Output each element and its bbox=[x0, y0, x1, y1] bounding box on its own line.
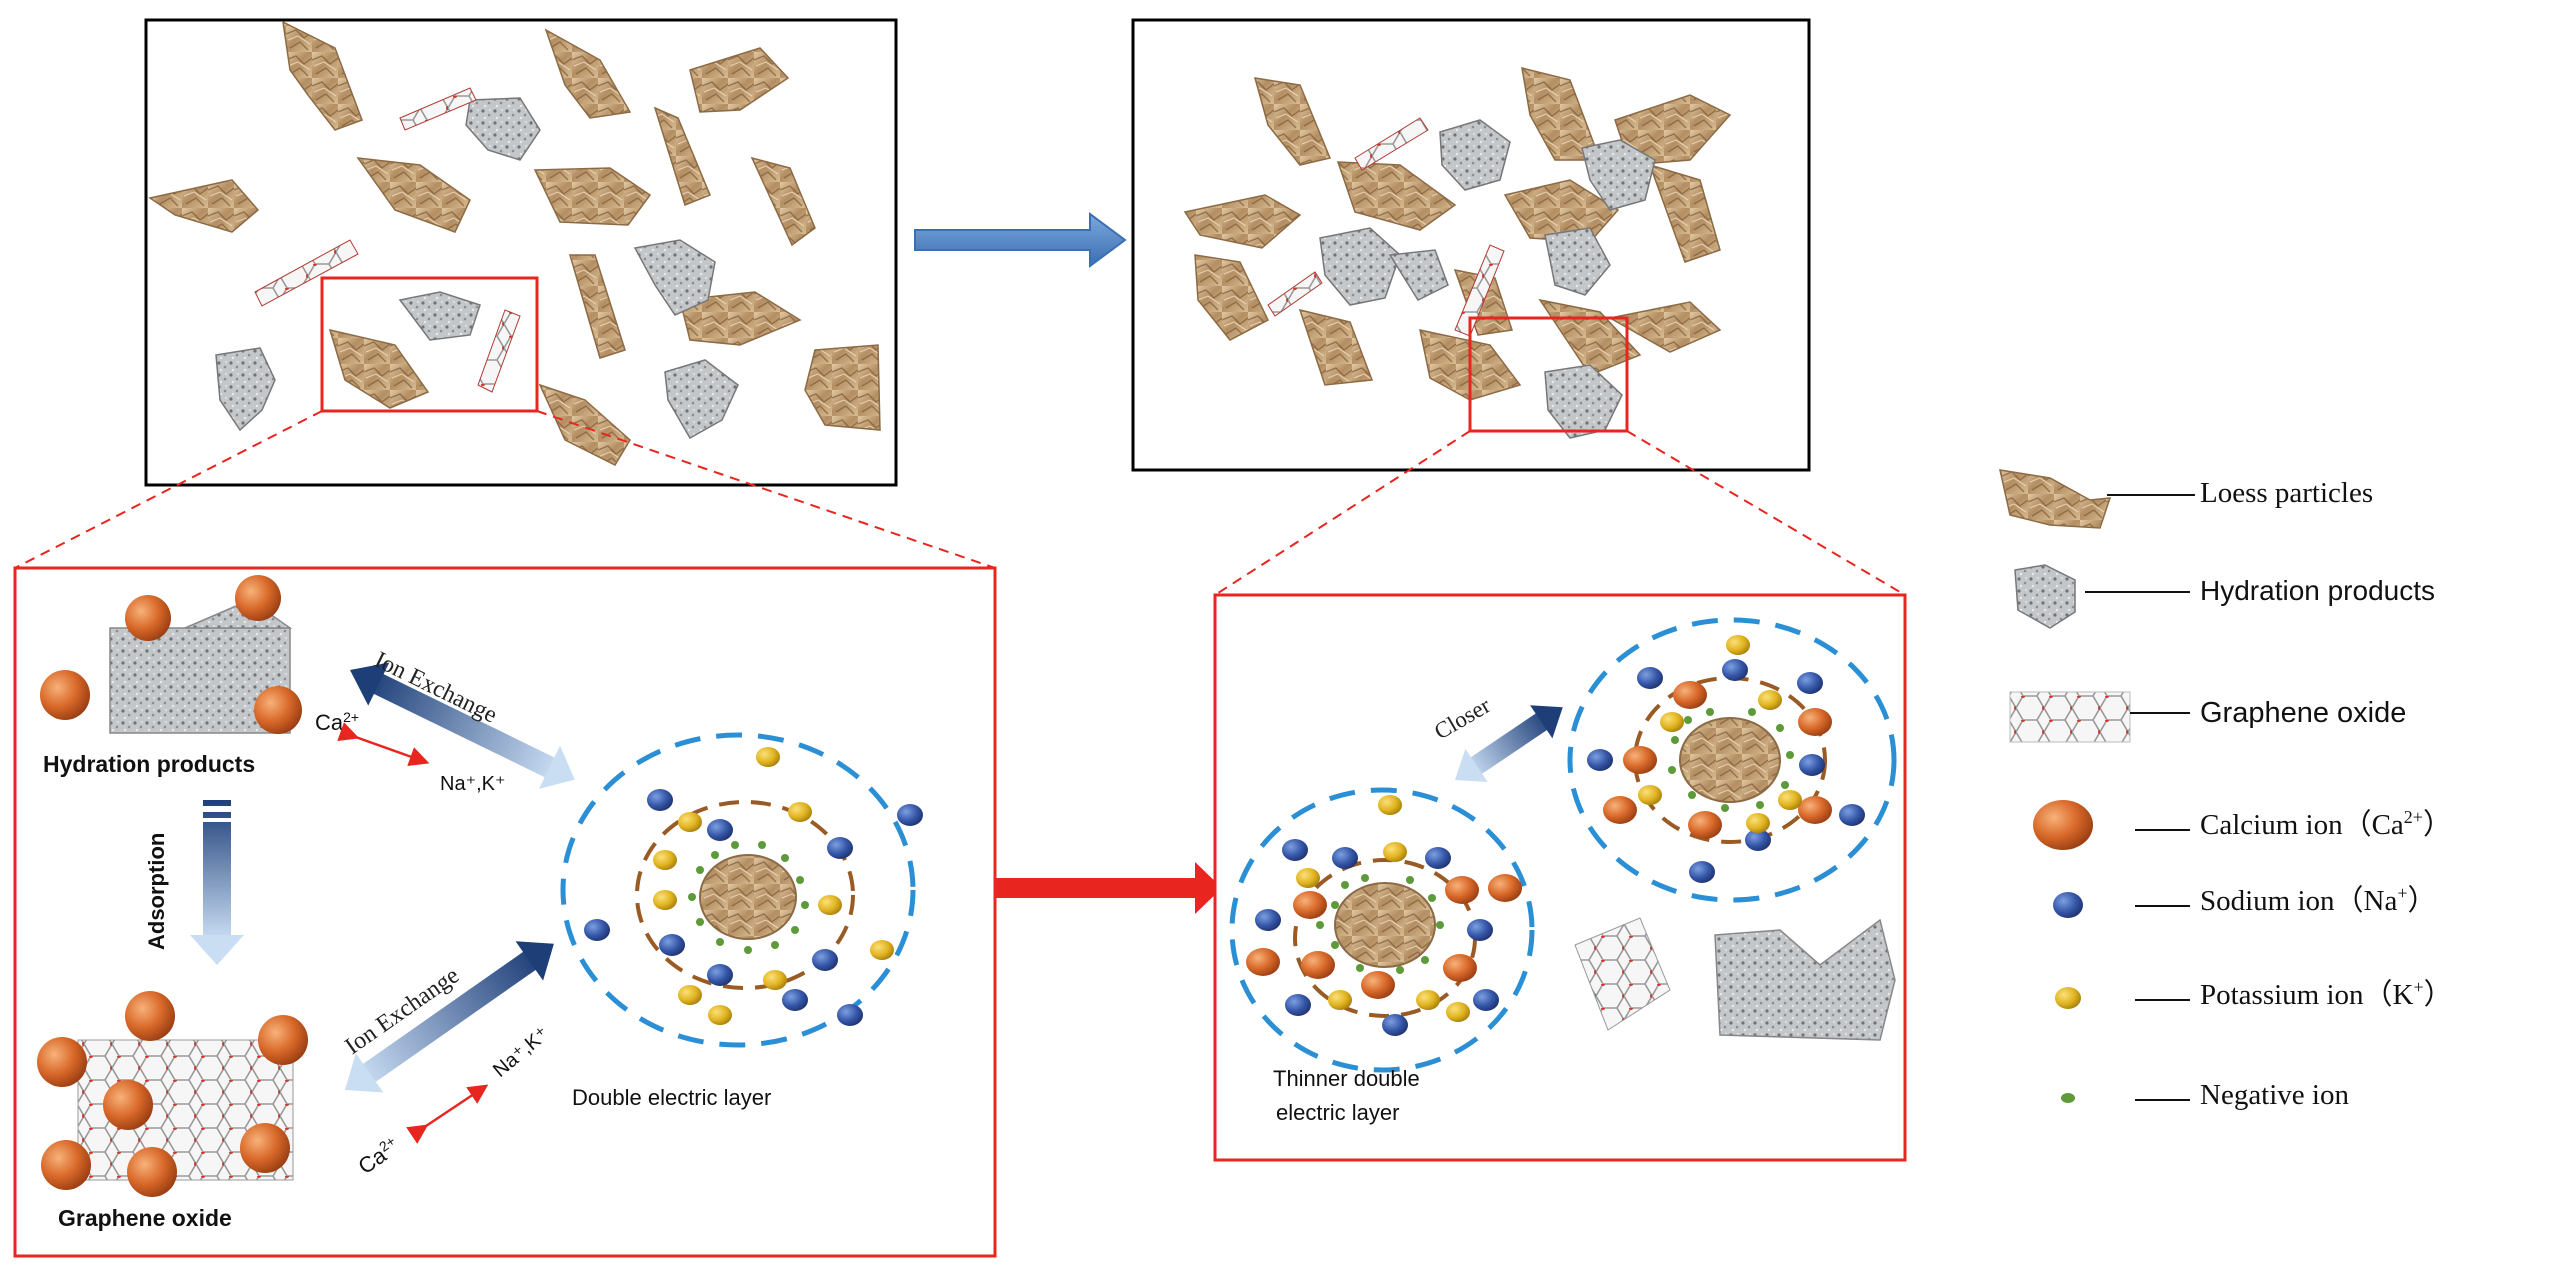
top-right-sample-box bbox=[1131, 18, 1811, 472]
hydration-products-group bbox=[215, 97, 739, 440]
loess-particles-compact-group bbox=[1183, 66, 1732, 401]
potassium-ions-left bbox=[653, 747, 894, 1025]
exchange-double-arrow-bottom bbox=[406, 1084, 489, 1144]
nak-top-label: Na⁺,K⁺ bbox=[440, 773, 506, 795]
thinner-label-line1: Thinner double bbox=[1273, 1066, 1420, 1091]
transition-arrow-red bbox=[995, 862, 1222, 914]
thinner-label-line2: electric layer bbox=[1276, 1100, 1399, 1125]
top-left-sample-box bbox=[144, 18, 898, 487]
graphene-oxide-label: Graphene oxide bbox=[58, 1205, 232, 1231]
legend-item-potassium: Potassium ion（K+） bbox=[2055, 977, 2453, 1011]
closer-arrow bbox=[1455, 705, 1563, 783]
double-electric-layer bbox=[560, 732, 923, 1048]
hydration-product-piece bbox=[1714, 918, 1896, 1041]
legend-calcium-label: Calcium ion（Ca2+） bbox=[2200, 807, 2452, 841]
legend-sodium-label: Sodium ion（Na+） bbox=[2200, 883, 2437, 917]
graphene-oxide-strips-compact-group bbox=[1267, 117, 1505, 337]
legend-item-hydration: Hydration products bbox=[2014, 564, 2435, 629]
legend: Loess particles Hydration products Graph… bbox=[1999, 469, 2453, 1111]
legend-graphene-label: Graphene oxide bbox=[2200, 697, 2406, 729]
legend-item-loess: Loess particles bbox=[1999, 469, 2373, 529]
thinner-double-layer-1 bbox=[1229, 787, 1535, 1073]
hydration-products-compact-group bbox=[1319, 119, 1656, 439]
adsorption-label: Adsorption bbox=[144, 833, 169, 950]
zoom-region-right bbox=[1468, 316, 1629, 433]
left-detail-panel: Hydration products Adsorption Graphene o… bbox=[13, 566, 997, 1258]
hydration-products-label: Hydration products bbox=[43, 751, 255, 777]
legend-item-calcium: Calcium ion（Ca2+） bbox=[2033, 800, 2452, 850]
legend-item-negative: Negative ion bbox=[2061, 1079, 2349, 1111]
double-layer-label: Double electric layer bbox=[572, 1085, 771, 1110]
zoom-region-left bbox=[320, 276, 539, 413]
loess-particles-group bbox=[148, 20, 881, 466]
zoom-connectors bbox=[14, 410, 1906, 596]
sodium-ions-left bbox=[584, 789, 923, 1026]
legend-item-sodium: Sodium ion（Na+） bbox=[2053, 883, 2437, 918]
legend-negative-label: Negative ion bbox=[2200, 1079, 2349, 1111]
graphene-oxide-piece bbox=[1574, 917, 1671, 1031]
process-arrow-blue bbox=[914, 212, 1127, 268]
thinner-double-layer-2 bbox=[1567, 617, 1897, 903]
exchange-double-arrow-top bbox=[337, 722, 430, 767]
ion-exchange-top-arrow bbox=[350, 662, 575, 789]
ion-exchange-bottom-arrow bbox=[345, 941, 554, 1093]
calcium-balls-hydration bbox=[40, 575, 302, 734]
legend-loess-label: Loess particles bbox=[2200, 477, 2373, 509]
adsorption-arrow bbox=[203, 800, 231, 940]
graphene-oxide-strips-group bbox=[254, 87, 521, 393]
calcium-balls-graphene bbox=[37, 991, 308, 1197]
legend-hydration-label: Hydration products bbox=[2200, 575, 2435, 606]
legend-item-graphene: Graphene oxide bbox=[2009, 691, 2406, 743]
right-detail-panel: Closer Thinner double electric layer bbox=[1213, 593, 1907, 1162]
legend-potassium-label: Potassium ion（K+） bbox=[2200, 977, 2453, 1011]
negative-ions-left bbox=[688, 841, 809, 954]
